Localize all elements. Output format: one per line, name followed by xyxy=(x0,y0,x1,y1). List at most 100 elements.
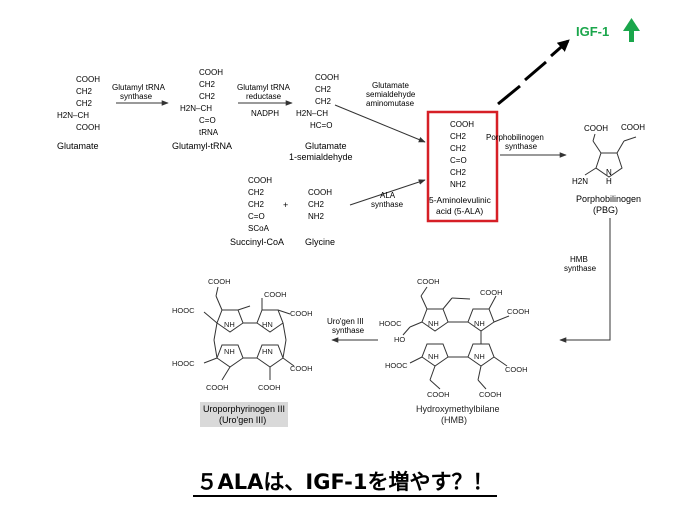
pbg-h: H xyxy=(606,177,612,186)
igf1-label: IGF-1 xyxy=(576,24,609,39)
glycine-line-2: CH2 xyxy=(308,200,325,209)
enzyme-glutamyl-trna-reductase-line-1: Glutamyl tRNA xyxy=(237,83,291,92)
urogen-nh-2: NH xyxy=(224,347,235,356)
ala-line-6: NH2 xyxy=(450,180,467,189)
glycine-line-3: NH2 xyxy=(308,212,325,221)
urogen-cooh-3: COOH xyxy=(290,309,313,318)
urogen-hn-1: HN xyxy=(262,320,273,329)
hmb-nh-1: NH xyxy=(428,319,439,328)
hmb-cooh-5: COOH xyxy=(427,390,450,399)
enzyme-urogen-synthase-line-2: synthase xyxy=(332,326,365,335)
pbg-name: Porphobilinogen xyxy=(576,194,641,204)
glycine-structure: COOH CH2 NH2 Glycine xyxy=(305,188,335,247)
pbg-cooh-2: COOH xyxy=(621,123,645,132)
enzyme-glutamyl-trna-synthase-line-1: Glutamyl tRNA xyxy=(112,83,166,92)
pbg-cooh-1: COOH xyxy=(584,124,608,133)
urogen-nh-1: NH xyxy=(224,320,235,329)
glutamyl-trna-line-3: CH2 xyxy=(199,92,216,101)
enzyme-ala-synthase-line-1: ALA xyxy=(380,191,396,200)
hmb-labels: COOH COOH COOH HOOC HO HOOC COOH COOH CO… xyxy=(379,277,530,425)
ala-name: 5-Aminolevulinic xyxy=(429,195,492,205)
glutamate-line-4: H2N–CH xyxy=(57,111,89,120)
glutamyl-trna-structure: COOH CH2 CH2 H2N–CH C=O tRNA Glutamyl-tR… xyxy=(172,68,232,151)
hmb-ho: HO xyxy=(394,335,405,344)
urogen-hooc-2: HOOC xyxy=(172,359,195,368)
glutamate-line-2: CH2 xyxy=(76,87,93,96)
semialdehyde-structure: COOH CH2 CH2 H2N–CH HC=O Glutamate 1-sem… xyxy=(289,73,353,162)
hmb-cooh-4: COOH xyxy=(505,365,528,374)
up-arrow-icon xyxy=(623,18,640,42)
succinyl-coa-line-5: SCoA xyxy=(248,224,270,233)
enzyme-urogen-synthase-line-1: Uro'gen III xyxy=(327,317,364,326)
succinyl-coa-line-1: COOH xyxy=(248,176,272,185)
glutamyl-trna-line-2: CH2 xyxy=(199,80,216,89)
enzyme-pbg-synthase-line-2: synthase xyxy=(505,142,538,151)
succinyl-coa-name: Succinyl-CoA xyxy=(230,237,284,247)
caption: ５ALAは、IGF-1を増やす？！ xyxy=(0,466,690,497)
semialdehyde-name: Glutamate xyxy=(305,141,347,151)
urogen-name: Uroporphyrinogen III xyxy=(203,404,285,414)
ala-line-4: C=O xyxy=(450,156,467,165)
ala-line-3: CH2 xyxy=(450,144,467,153)
urogen-label-box xyxy=(200,402,288,427)
hmb-cooh-2: COOH xyxy=(480,288,503,297)
glutamyl-trna-line-6: tRNA xyxy=(199,128,219,137)
urogen-cooh-5: COOH xyxy=(206,383,229,392)
glycine-name: Glycine xyxy=(305,237,335,247)
enzyme-aminomutase-line-2: semialdehyde xyxy=(366,90,416,99)
urogen-cooh-6: COOH xyxy=(258,383,281,392)
enzyme-hmb-synthase-line-1: HMB xyxy=(570,255,588,264)
succinyl-coa-structure: COOH CH2 CH2 C=O SCoA Succinyl-CoA xyxy=(230,176,284,247)
semialdehyde-name-2: 1-semialdehyde xyxy=(289,152,353,162)
enzyme-glutamyl-trna-reductase-line-2: reductase xyxy=(246,92,282,101)
urogen-cooh-2: COOH xyxy=(264,290,287,299)
hmb-cooh-6: COOH xyxy=(479,390,502,399)
ala-name-2: acid (5-ALA) xyxy=(436,206,483,216)
urogen-cooh-4: COOH xyxy=(290,364,313,373)
hmb-cooh-3: COOH xyxy=(507,307,530,316)
hmb-hooc-2: HOOC xyxy=(385,361,408,370)
hmb-nh-3: NH xyxy=(428,352,439,361)
glutamyl-trna-line-4: H2N–CH xyxy=(180,104,212,113)
glutamyl-trna-name: Glutamyl-tRNA xyxy=(172,141,232,151)
glycine-line-1: COOH xyxy=(308,188,332,197)
semialdehyde-line-5: HC=O xyxy=(310,121,332,130)
hmb-hooc-1: HOOC xyxy=(379,319,402,328)
urogen-hooc-1: HOOC xyxy=(172,306,195,315)
enzyme-aminomutase-line-1: Glutamate xyxy=(372,81,409,90)
enzyme-aminomutase-line-3: aminomutase xyxy=(366,99,415,108)
hmb-structure xyxy=(402,286,510,390)
arrow-glycine-to-ala xyxy=(349,179,426,206)
glutamate-name: Glutamate xyxy=(57,141,99,151)
glutamyl-trna-line-1: COOH xyxy=(199,68,223,77)
pbg-name-2: (PBG) xyxy=(593,205,618,215)
enzyme-pbg-synthase-line-1: Porphobilinogen xyxy=(486,133,544,142)
ala-structure: COOH CH2 CH2 C=O CH2 NH2 5-Aminolevulini… xyxy=(429,120,492,216)
semialdehyde-line-1: COOH xyxy=(315,73,339,82)
arrow-pbg-to-hmb xyxy=(559,218,611,343)
hmb-cooh-1: COOH xyxy=(417,277,440,286)
urogen-name-2: (Uro'gen III) xyxy=(219,415,266,425)
caption-text: ５ALAは、IGF-1を増やす？！ xyxy=(192,470,498,497)
enzyme-glutamyl-trna-synthase-line-2: synthase xyxy=(120,92,153,101)
hmb-name: Hydroxymethylbilane xyxy=(416,404,500,414)
igf1-dashed-arrow xyxy=(497,39,570,106)
glutamate-line-5: COOH xyxy=(76,123,100,132)
glutamate-line-1: COOH xyxy=(76,75,100,84)
urogen-cooh-1: COOH xyxy=(208,277,231,286)
hmb-name-2: (HMB) xyxy=(441,415,467,425)
ala-highlight-box xyxy=(426,110,499,223)
succinyl-coa-line-2: CH2 xyxy=(248,188,265,197)
cofactor-nadph: NADPH xyxy=(251,109,279,118)
hmb-nh-2: NH xyxy=(474,319,485,328)
glutamate-structure: COOH CH2 CH2 H2N–CH COOH Glutamate xyxy=(57,75,100,151)
succinyl-coa-line-4: C=O xyxy=(248,212,265,221)
succinyl-coa-line-3: CH2 xyxy=(248,200,265,209)
semialdehyde-line-4: H2N–CH xyxy=(296,109,328,118)
pbg-n: N xyxy=(606,168,612,177)
glutamyl-trna-line-5: C=O xyxy=(199,116,216,125)
pbg-structure: COOH COOH H2N N H Porphobilinogen (PBG) xyxy=(572,123,645,215)
urogen-structure xyxy=(203,286,295,381)
urogen-labels: COOH COOH COOH HOOC HOOC COOH COOH COOH … xyxy=(172,277,313,392)
